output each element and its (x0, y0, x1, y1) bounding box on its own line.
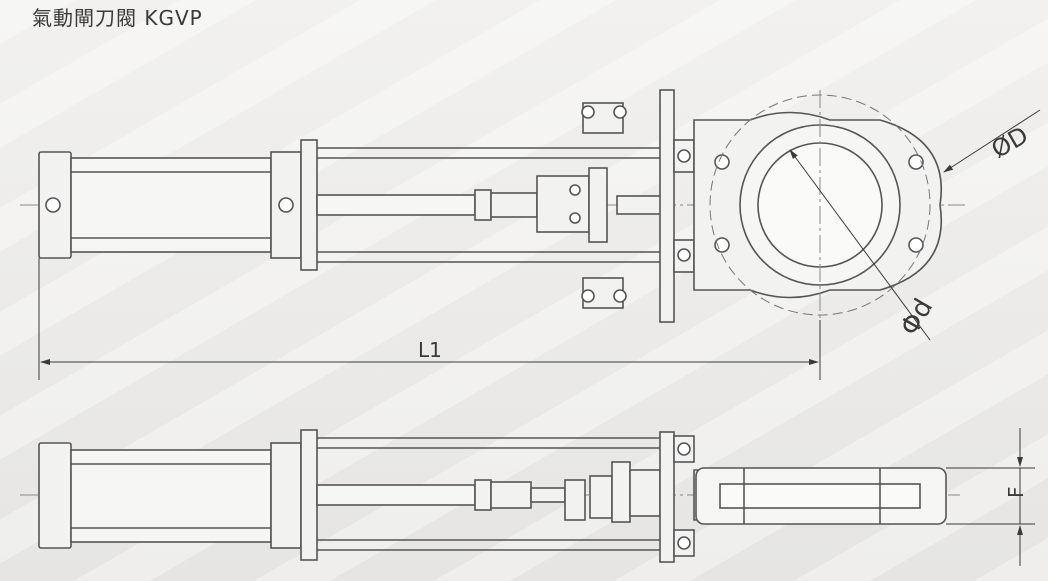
piston-rod (316, 194, 476, 216)
outer-diameter-leader (943, 109, 1041, 173)
bonnet-plate (659, 89, 675, 323)
face-to-face-label: F (1004, 486, 1028, 498)
overall-length-label: L1 (418, 338, 442, 362)
port-hole-right (278, 197, 294, 213)
page-title: 氣動閘刀閥 KGVP (32, 6, 203, 30)
rod-nut (474, 189, 492, 221)
dimension-l1 (38, 258, 821, 380)
rod-coupling (490, 192, 538, 218)
clevis-block (536, 175, 590, 233)
outer-diameter-label: ØD (987, 121, 1033, 164)
dimension-f (946, 428, 1035, 566)
port-hole-left (45, 197, 61, 213)
bore-diameter-line (789, 149, 931, 341)
cylinder-flange (300, 139, 318, 271)
front-view (20, 89, 965, 323)
side-view (20, 429, 960, 563)
